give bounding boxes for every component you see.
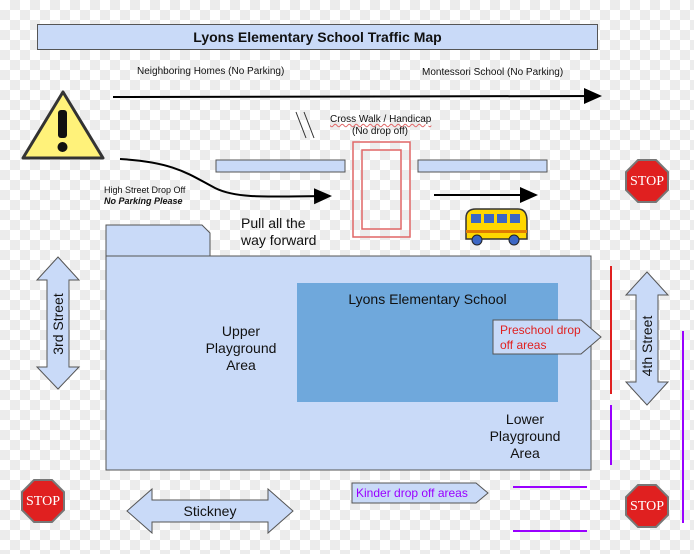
school-bus-icon	[465, 208, 528, 246]
stop-sign-icon	[625, 159, 669, 203]
lower-playground-label: Lower Playground Area	[489, 411, 561, 461]
crosswalk-outer	[352, 141, 411, 238]
map-title: Lyons Elementary School Traffic Map	[37, 24, 598, 50]
crosswalk-label: Cross Walk / Handicap	[330, 114, 432, 125]
traffic-arrow-top	[112, 88, 602, 105]
drop-off-arrow	[119, 158, 332, 205]
neighboring-homes-label: Neighboring Homes (No Parking)	[137, 66, 285, 77]
stop-text-bottom-right: STOP	[630, 499, 664, 514]
crosswalk-inner	[361, 149, 402, 230]
stop-sign-icon	[21, 479, 65, 523]
kinder-label: Kinder drop off areas	[356, 486, 468, 500]
kinder-arrow	[351, 482, 489, 504]
no-parking-label: No Parking Please	[104, 196, 183, 206]
montessori-label: Montessori School (No Parking)	[422, 67, 564, 78]
upper-playground-label: Upper Playground Area	[205, 323, 277, 373]
fourth-street-label: 4th Street	[639, 315, 655, 377]
school-label: Lyons Elementary School	[348, 291, 507, 307]
stickney-arrow[interactable]	[126, 487, 294, 535]
pull-forward-label: Pull all the way forward	[241, 215, 317, 248]
fourth-street-arrow[interactable]	[624, 271, 670, 406]
third-street-arrow[interactable]	[35, 256, 81, 390]
median-right	[417, 159, 548, 173]
preschool-label: Preschool drop off areas	[500, 323, 581, 352]
stickney-label: Stickney	[183, 503, 237, 519]
parking-block	[105, 224, 211, 257]
stop-text-bottom-left: STOP	[26, 494, 60, 509]
third-street-label: 3rd Street	[50, 293, 66, 355]
high-street-label: High Street Drop Off	[104, 185, 186, 195]
preschool-arrow	[492, 319, 602, 355]
warning-icon	[21, 90, 105, 160]
stop-text-top-right: STOP	[630, 174, 664, 189]
stop-sign-icon	[625, 484, 669, 528]
median-left	[215, 159, 346, 173]
no-drop-off-label: (No drop off)	[352, 126, 408, 137]
